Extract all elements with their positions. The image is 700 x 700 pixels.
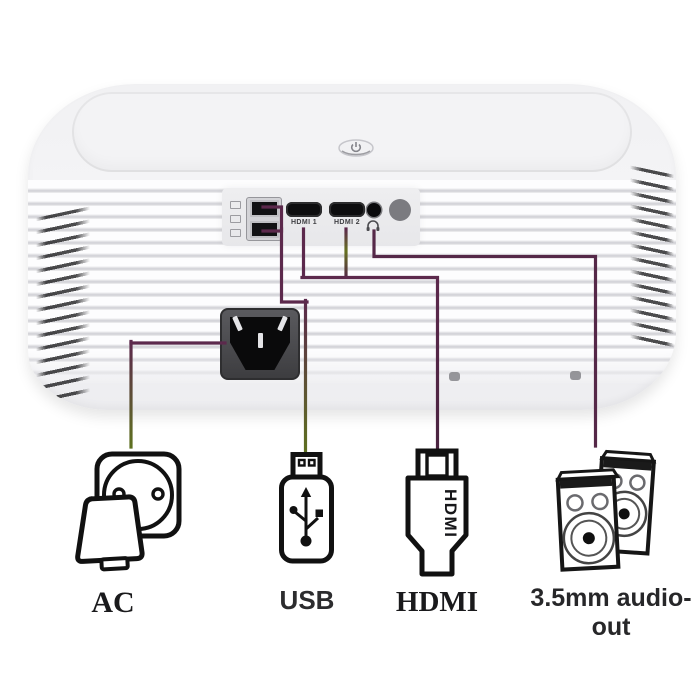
hdmi-connector-icon: HDMI bbox=[405, 448, 469, 577]
audio-jack-port[interactable] bbox=[367, 203, 381, 217]
ac-power-inlet[interactable] bbox=[220, 308, 300, 380]
headphone-icon bbox=[366, 220, 380, 231]
projector-top-face bbox=[72, 92, 632, 172]
hdmi-connector-text: HDMI bbox=[441, 489, 460, 538]
hdmi-port-1[interactable] bbox=[286, 202, 322, 217]
caption-ac: AC bbox=[91, 586, 135, 619]
hdmi-port-1-label: HDMI 1 bbox=[290, 219, 318, 226]
ac-pin-center bbox=[257, 333, 263, 348]
power-plug-socket-icon bbox=[75, 451, 182, 572]
caption-usb: USB bbox=[279, 585, 335, 615]
callout-line-usb-bracket bbox=[261, 205, 284, 233]
callout-line-hdmi-main bbox=[300, 275, 440, 451]
hdmi-port-2[interactable] bbox=[329, 202, 365, 217]
usb-flash-drive-icon bbox=[279, 452, 334, 564]
speakers-icon bbox=[555, 449, 657, 572]
power-icon[interactable] bbox=[336, 136, 376, 160]
rubber-foot bbox=[570, 371, 581, 380]
callout-line-usb-mid bbox=[279, 227, 309, 304]
usb-port-markings bbox=[229, 201, 241, 237]
caption-hdmi: HDMI bbox=[395, 586, 479, 618]
projector-body: HDMI 1 HDMI 2 bbox=[28, 84, 676, 410]
caption-audio-out: 3.5mm audio-out bbox=[530, 584, 692, 641]
rubber-foot bbox=[449, 372, 460, 381]
hdmi-port-2-label: HDMI 2 bbox=[333, 219, 361, 226]
ir-sensor-dot bbox=[389, 199, 411, 221]
callout-line-audio bbox=[372, 229, 598, 448]
